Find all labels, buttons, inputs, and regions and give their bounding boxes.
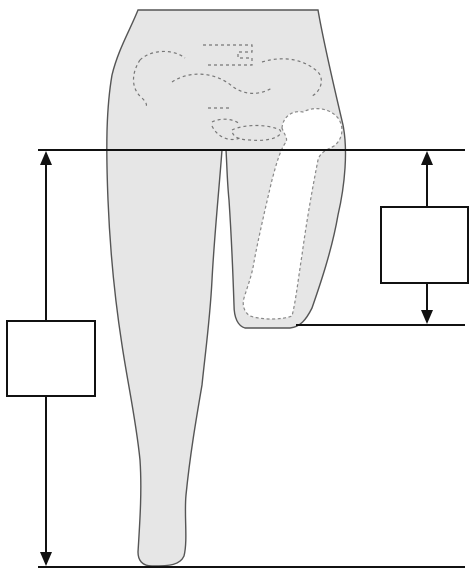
right-arrow-top <box>421 151 433 165</box>
left-measurement-box <box>7 321 95 396</box>
left-arrow-bottom <box>40 552 52 566</box>
left-arrow-top <box>40 151 52 165</box>
right-arrow-bottom <box>421 310 433 324</box>
right-measurement-box <box>381 207 468 283</box>
body-silhouette <box>107 10 346 566</box>
